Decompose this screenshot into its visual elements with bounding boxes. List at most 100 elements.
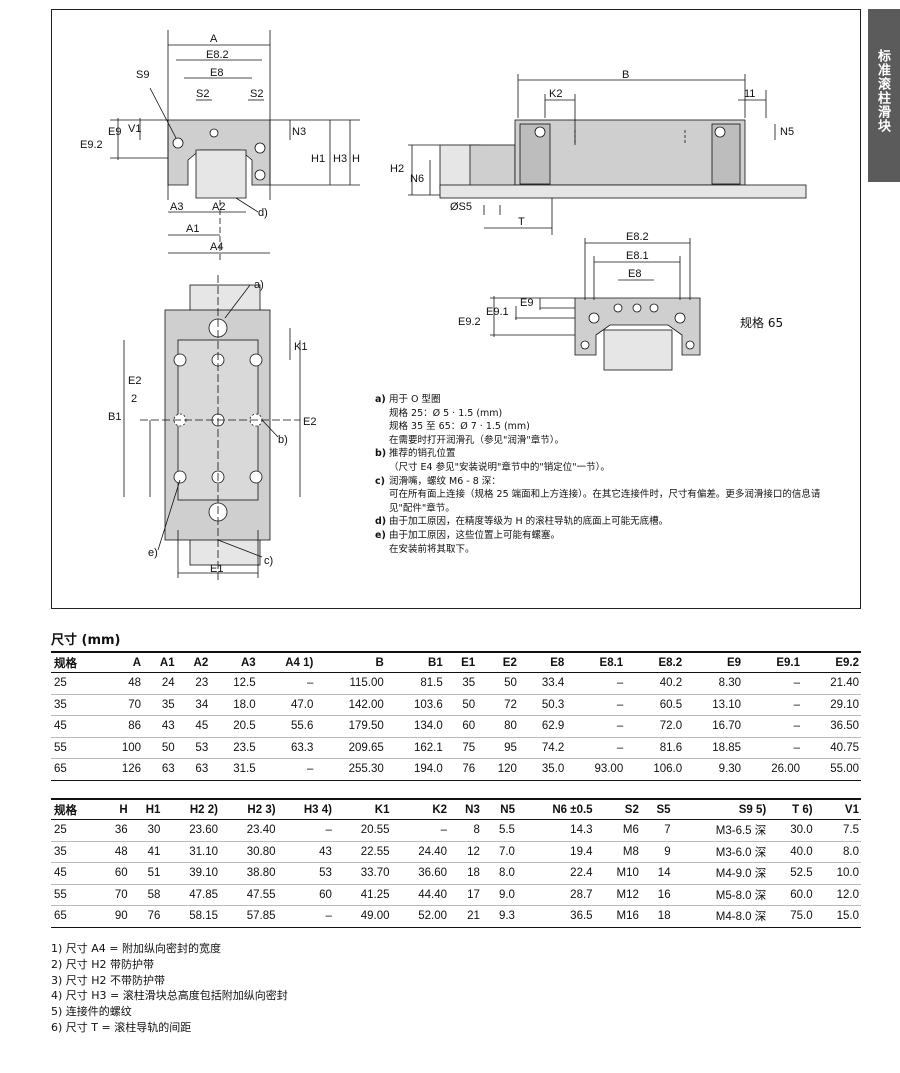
table-cell: 36.5 [516,905,595,928]
table-cell: 36 [100,819,130,842]
dim-H-label: H [352,153,360,165]
table-cell: 35 [51,841,101,863]
note-text: 由于加工原因，这些位置上可能有螺塞。 [389,529,561,541]
table-cell: 26.00 [743,758,802,781]
dim-K2-label: K2 [549,88,562,100]
table-cell: M4-8.0 深 [672,905,769,928]
table-cell: 39.10 [162,862,220,885]
table-cell: 35 [51,694,102,716]
table-cell: 23.60 [162,819,220,842]
table-cell: 76 [444,758,478,781]
table-cell: 21 [449,905,482,928]
technical-drawing: A E8.2 E8 S9 S2 S2 E9 E9.2 V1 N3 H1 H3 H… [80,30,807,580]
table-cell: 74.2 [518,737,567,759]
table-cell: 60.0 [768,884,815,906]
table-cell: 9.30 [684,758,744,781]
note-line: c)润滑嘴，螺纹 M6 - 8 深： [375,475,855,489]
note-line: （尺寸 E4 参见"安装说明"章节中的"销定位"一节）。 [375,461,855,475]
table-cell: M3-6.5 深 [672,819,769,842]
table-cell: 15.0 [814,905,861,928]
table-cell: 47.85 [162,884,220,906]
column-header: A1 [143,651,177,673]
note-key [375,502,389,516]
note-text: 规格 35 至 65：Ø 7 · 1.5 (mm) [389,421,530,433]
table-cell: – [743,672,802,695]
dim-E2half-bottom-label: 2 [131,393,137,405]
table-cell: 48 [100,841,130,863]
table-cell: 93.00 [566,758,626,781]
column-header: E9.2 [801,651,861,673]
note-line: 可在所有面上连接（规格 25 端面和上方连接）。在其它连接件时，尺寸有偏差。更多… [375,488,855,502]
table-cell: – [391,819,450,842]
note-key: c) [375,475,385,487]
note-line: b)推荐的销孔位置 [375,447,855,461]
size65-caption: 规格 65 [740,316,784,330]
table-cell: 24 [143,672,177,695]
column-header: E9.1 [743,651,802,673]
table-cell: 9.3 [481,905,517,928]
table-cell: – [277,819,334,842]
footnote: 5) 连接件的螺纹 [51,1005,132,1019]
table-cell: 52.5 [768,862,815,885]
note-line: d)由于加工原因，在精度等级为 H 的滚柱导轨的底面上可能无底槽。 [375,515,855,529]
table-cell: 52.00 [391,905,450,928]
dim-E1-label: E1 [210,563,223,575]
footnote: 6) 尺寸 T = 滚柱导轨的间距 [51,1020,192,1034]
front-view [110,30,360,260]
footnote: 1) 尺寸 A4 = 附加纵向密封的宽度 [51,942,222,955]
table-cell: 80 [477,715,519,738]
section-side-tab: 标准滚柱滑块 [868,9,900,182]
table-cell: 179.50 [315,715,386,738]
note-text: 在需要时打开润滑孔（参见"润滑"章节）。 [389,434,564,446]
column-header: A [101,651,143,673]
dim-E2half-top-label: E2 [128,375,141,387]
note-text: 用于 O 型圈 [389,394,441,405]
note-text: 规格 25：Ø 5 · 1.5 (mm) [389,407,503,419]
table-cell: 19.4 [516,841,595,863]
table-cell: 106.0 [625,758,685,781]
table-cell: 12.0 [814,884,861,906]
column-header: E8.1 [566,651,626,673]
column-header: H2 3) [220,798,278,820]
size65-view [490,238,701,371]
table-cell: 62.9 [518,715,567,738]
footnote: 3) 尺寸 H2 不带防护带 [51,973,166,987]
note-c-marker: c) [264,555,273,567]
drawing-notes: a)用于 O 型圈规格 25：Ø 5 · 1.5 (mm)规格 35 至 65：… [375,393,855,556]
table-cell: 95 [477,737,519,759]
table-cell: 31.10 [162,841,220,863]
column-header: 规格 [51,798,101,820]
column-header: V1 [814,798,861,820]
table-cell: 63.3 [257,737,316,759]
table-cell: 18.85 [684,737,744,759]
table-cell: 58 [129,884,163,906]
note-text: 见"配件"章节。 [389,502,455,514]
table-cell: 23.40 [220,819,278,842]
dim-S2-right-label: S2 [250,88,263,100]
dim-E9-label: E9 [108,126,121,138]
table-cell: 9 [640,841,673,863]
table-cell: 126 [101,758,143,781]
dim-E8-label: E8 [210,67,223,79]
note-key [375,420,389,434]
column-header: N5 [481,798,517,820]
column-header: N6 ±0.5 [516,798,595,820]
column-header: A4 1) [257,651,316,673]
table-cell: 7 [640,819,673,842]
drawing-frame [51,9,861,609]
note-e-marker: e) [148,547,158,559]
table-cell: 36.50 [801,715,861,738]
column-header: A2 [176,651,211,673]
table-cell: 50 [143,737,177,759]
dim-S2-left-label: S2 [196,88,209,100]
table-cell: 12 [449,841,482,863]
table-cell: 60.5 [625,694,685,716]
section-title: 尺寸 (mm) [51,633,121,648]
column-header: H3 4) [277,798,334,820]
table-cell: 50.3 [518,694,567,716]
dim65-E91-label: E9.1 [486,306,509,318]
note-key: d) [375,516,387,528]
